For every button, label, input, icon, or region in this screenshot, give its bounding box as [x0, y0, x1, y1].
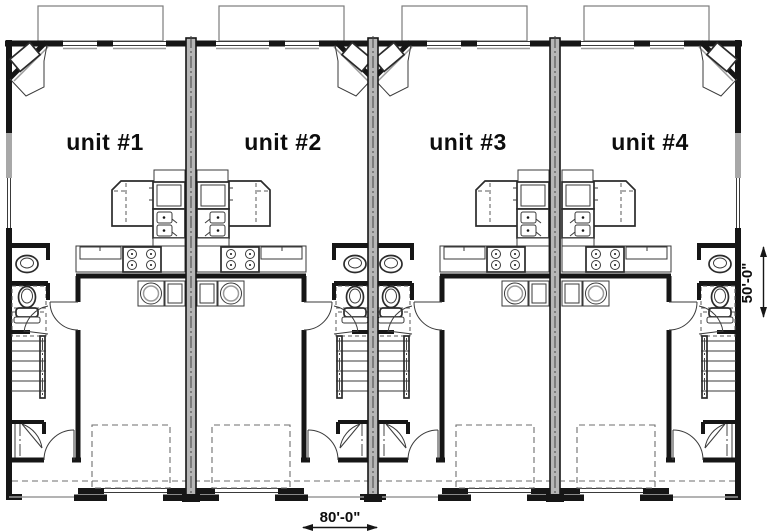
unit-3-plan — [369, 6, 554, 501]
unit-2-label: unit #2 — [244, 129, 322, 155]
unit-3-label: unit #3 — [429, 129, 507, 155]
depth-dimension-label: 50'-0" — [739, 263, 756, 304]
width-arrow-right — [367, 524, 378, 531]
depth-dimension: 50'-0" — [739, 246, 767, 318]
depth-arrow-top — [760, 246, 767, 257]
depth-arrow-bottom — [760, 307, 767, 318]
unit-2-plan — [192, 6, 377, 501]
unit-1-plan — [5, 6, 190, 501]
width-dimension: 80'-0" — [302, 509, 378, 531]
unit-4-label: unit #4 — [611, 129, 689, 155]
width-dimension-label: 80'-0" — [320, 509, 361, 526]
unit-1-label: unit #1 — [66, 129, 144, 155]
width-arrow-left — [302, 524, 313, 531]
unit-4-plan — [557, 6, 742, 501]
